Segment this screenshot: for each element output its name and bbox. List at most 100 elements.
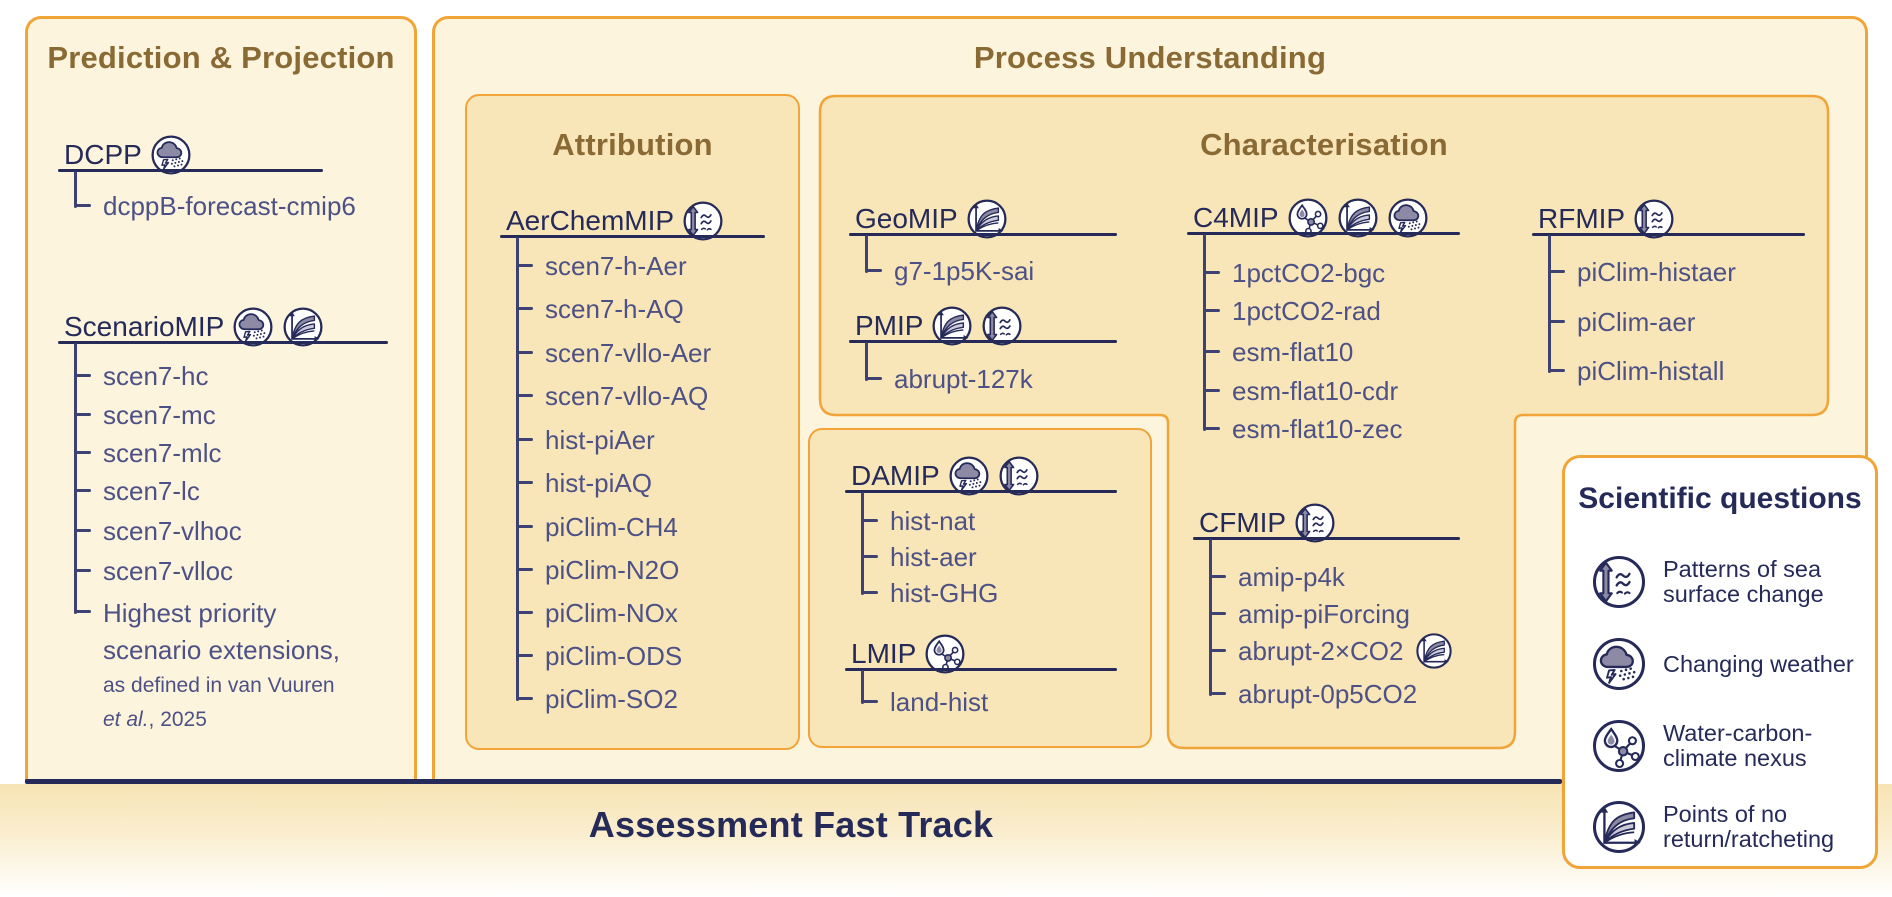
experiment-label: abrupt-127k [894, 363, 1033, 394]
experiment-label: g7-1p5K-sai [894, 255, 1035, 286]
experiment-label: piClim-NOx [545, 597, 678, 628]
experiment-label: esm-flat10-cdr [1232, 375, 1399, 406]
process-understanding-title: Process Understanding [973, 40, 1327, 75]
ratchet-curve-icon [1591, 799, 1647, 855]
legend-item-0: Patterns of sea surface change [1591, 553, 1824, 611]
tree-tick [1203, 350, 1220, 353]
mip-label-rfmip: RFMIP [1538, 203, 1626, 234]
tree-tick [74, 529, 91, 532]
mip-trunk-aerchemmip [516, 237, 519, 701]
mip-item-cfmip-2: abrupt-2×CO2 [1193, 634, 1460, 668]
tree-tick [516, 611, 533, 614]
experiment-label: piClim-SO2 [545, 683, 678, 714]
storm-cloud-icon [1591, 636, 1647, 692]
item-line: Highest priority [103, 598, 277, 628]
mip-item-aerchemmip-4: hist-piAer [500, 423, 765, 457]
experiment-label: hist-GHG [890, 577, 999, 608]
tree-tick [516, 351, 533, 354]
mip-item-c4mip-3: esm-flat10-cdr [1187, 374, 1460, 408]
tree-tick [1209, 649, 1226, 652]
tree-tick [861, 591, 878, 594]
attribution-panel [465, 94, 800, 750]
experiment-label: piClim-N2O [545, 554, 680, 585]
mip-label-c4mip: C4MIP [1193, 202, 1279, 233]
mip-group-c4mip: C4MIP 1pctCO2-bgc 1pctCO2-rad esm-flat10 esm… [1187, 201, 1460, 444]
tree-tick [1203, 389, 1220, 392]
fast-track-baseline [25, 779, 1562, 784]
legend-item-label: Water-carbon- climate nexus [1663, 720, 1813, 771]
mip-header-geomip: GeoMIP [849, 202, 1117, 236]
mip-group-geomip: GeoMIP g7-1p5K-sai [849, 202, 1117, 286]
mip-header-aerchemmip: AerChemMIP [500, 204, 765, 238]
experiment-label: esm-flat10 [1232, 336, 1354, 367]
mip-item-aerchemmip-7: piClim-N2O [500, 553, 765, 587]
mip-item-scenariomip-3: scen7-lc [58, 474, 388, 508]
prediction-projection-panel [25, 16, 417, 782]
mip-item-cfmip-1: amip-piForcing [1193, 597, 1460, 631]
tree-tick [1203, 427, 1220, 430]
assessment-fast-track-title: Assessment Fast Track [588, 804, 994, 845]
mip-item-pmip-0: abrupt-127k [849, 362, 1117, 396]
mip-item-lmip-0: land-hist [845, 685, 1117, 719]
tree-tick [516, 264, 533, 267]
citation-italic: et al. [103, 708, 149, 731]
mip-underline-dcpp [58, 169, 323, 172]
experiment-label: abrupt-2×CO2 [1238, 635, 1404, 666]
mip-underline-aerchemmip [500, 235, 765, 238]
mip-underline-cfmip [1193, 537, 1460, 540]
legend-item-2: Water-carbon- climate nexus [1591, 717, 1812, 775]
mip-label-cfmip: CFMIP [1199, 507, 1287, 538]
mip-item-c4mip-1: 1pctCO2-rad [1187, 294, 1460, 328]
experiment-label: hist-nat [890, 505, 976, 536]
experiment-label: scen7-lc [103, 475, 200, 506]
mip-item-scenariomip-2: scen7-mlc [58, 436, 388, 470]
mip-item-geomip-0: g7-1p5K-sai [849, 254, 1117, 288]
experiment-label: scen7-mc [103, 399, 216, 430]
mip-item-aerchemmip-0: scen7-h-Aer [500, 249, 765, 283]
mip-item-dcpp-0: dcppB-forecast-cmip6 [58, 189, 356, 223]
mip-label-damip: DAMIP [851, 460, 940, 491]
legend-item-label: Points of no return/ratcheting [1663, 801, 1835, 852]
tree-tick [74, 451, 91, 454]
tree-tick [516, 394, 533, 397]
mip-item-damip-1: hist-aer [845, 540, 1117, 574]
ratchet-curve-icon [1415, 632, 1453, 670]
tree-tick [74, 569, 91, 572]
mip-header-pmip: PMIP [849, 309, 1117, 343]
experiment-label: land-hist [890, 686, 989, 717]
tree-tick [74, 489, 91, 492]
experiment-label: piClim-ODS [545, 640, 683, 671]
item-line: scenario extensions, [103, 635, 341, 665]
characterisation-title: Characterisation [1200, 127, 1448, 162]
mip-header-damip: DAMIP [845, 459, 1117, 493]
tree-tick [861, 700, 878, 703]
mip-item-rfmip-0: piClim-histaer [1532, 255, 1805, 289]
mip-item-c4mip-2: esm-flat10 [1187, 335, 1460, 369]
mip-item-damip-0: hist-nat [845, 504, 1117, 538]
experiment-label: scen7-h-AQ [545, 293, 684, 324]
tree-tick [516, 568, 533, 571]
mip-item-aerchemmip-10: piClim-SO2 [500, 682, 765, 716]
mip-item-cfmip-0: amip-p4k [1193, 560, 1460, 594]
experiment-label: 1pctCO2-rad [1232, 295, 1381, 326]
item-note: et al., 2025 [103, 703, 388, 737]
mip-item-scenariomip-5: scen7-vlloc [58, 554, 388, 588]
tree-tick [516, 654, 533, 657]
mip-label-geomip: GeoMIP [855, 203, 958, 234]
tree-tick [74, 204, 91, 207]
tree-tick [865, 377, 882, 380]
mip-underline-c4mip [1187, 232, 1460, 235]
prediction-projection-title: Prediction & Projection [47, 40, 395, 75]
legend-item-1: Changing weather [1591, 635, 1854, 693]
experiment-label: 1pctCO2-bgc [1232, 257, 1386, 288]
mip-label-scenariomip: ScenarioMIP [64, 311, 225, 342]
mip-item-aerchemmip-2: scen7-vllo-Aer [500, 336, 765, 370]
experiment-label: scen7-vllo-AQ [545, 380, 709, 411]
experiment-label: hist-aer [890, 541, 977, 572]
tree-tick [1548, 369, 1565, 372]
tree-tick [865, 269, 882, 272]
experiment-label: piClim-histall [1577, 355, 1725, 386]
